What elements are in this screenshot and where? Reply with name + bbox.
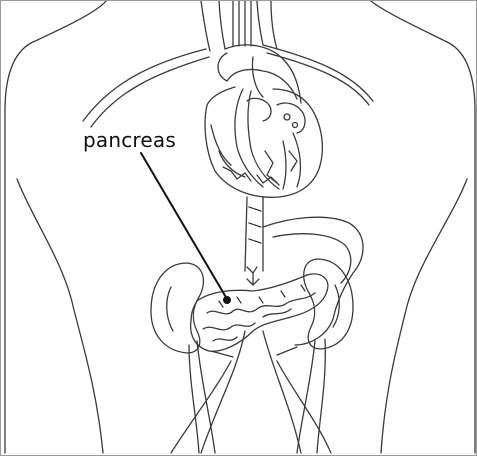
leader-line [141,153,227,299]
right-kidney [304,259,353,349]
pancreas-label: pancreas [83,130,176,150]
esophagus [245,197,263,271]
left-kidney [151,263,203,353]
heart [205,45,322,197]
great-vessels [83,1,373,127]
leader-dot [223,296,231,304]
body-outline [5,1,475,453]
pancreas [191,274,328,351]
adrenal-glands [247,267,259,285]
abdominal-vessels [171,331,331,453]
